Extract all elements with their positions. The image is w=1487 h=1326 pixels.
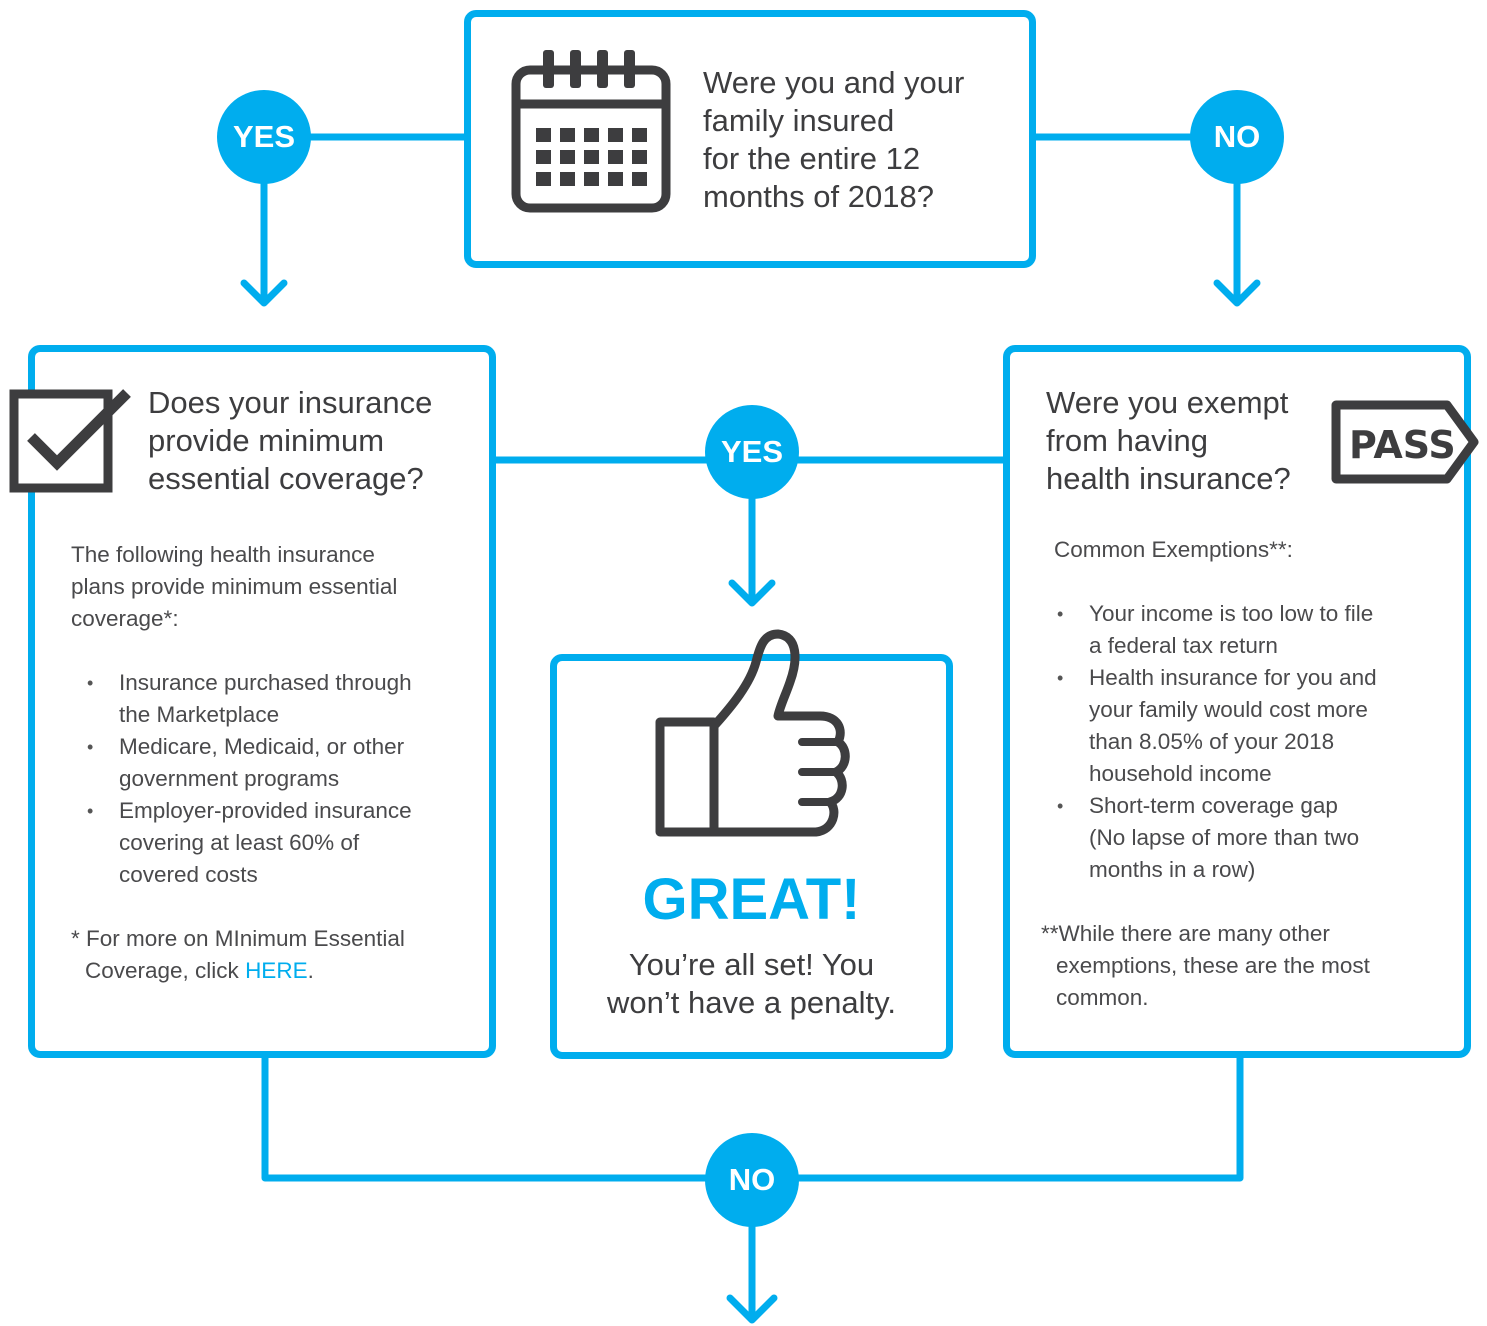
- calendar-day-square: [608, 128, 623, 142]
- top-question-text: Were you and your family insured for the…: [703, 65, 965, 214]
- result-box: [550, 654, 953, 1059]
- no-branch-circle-bottom: NO: [705, 1133, 799, 1227]
- calendar-icon: [511, 50, 671, 213]
- arrow-bottom-down: [726, 1294, 778, 1324]
- pass-tag-icon: PASS: [1331, 400, 1479, 484]
- list-item: Short-term coverage gap(No lapse of more…: [1041, 790, 1461, 886]
- no-label: NO: [1213, 119, 1261, 154]
- yes-label: YES: [720, 434, 784, 469]
- yes-branch-circle-middle: YES: [705, 405, 799, 499]
- connector-bottom-right: [792, 1053, 1244, 1182]
- exemptions-footnote: **While there are many other exemptions,…: [1041, 921, 1370, 1010]
- calendar-day-square: [584, 128, 599, 142]
- calendar-day-square: [632, 150, 647, 164]
- arrow-no-down: [1213, 279, 1261, 307]
- calendar-day-square: [608, 150, 623, 164]
- calendar-day-square: [632, 128, 647, 142]
- exemptions-text: Common Exemptions**: Your income is too …: [1041, 534, 1461, 1014]
- coverage-plans-text: The following health insurance plans pro…: [71, 539, 481, 987]
- calendar-day-square: [536, 128, 551, 142]
- calendar-day-square: [560, 172, 575, 186]
- thumbs-up-icon: [655, 629, 850, 837]
- yes-branch-circle-top: YES: [217, 90, 311, 184]
- checkbox-check-icon: [9, 389, 131, 493]
- coverage-footnote: * For more on MInimum Essential Coverage…: [71, 926, 405, 983]
- pass-tag-label: PASS: [1349, 423, 1456, 467]
- calendar-day-square: [560, 150, 575, 164]
- result-message: You’re all set! You won’t have a penalty…: [607, 947, 896, 1020]
- yes-label: YES: [232, 119, 296, 154]
- calendar-day-square: [536, 150, 551, 164]
- top-question-box: [464, 10, 1036, 268]
- no-branch-circle-top: NO: [1190, 90, 1284, 184]
- calendar-day-square: [560, 128, 575, 142]
- calendar-day-square: [536, 172, 551, 186]
- arrow-middle-down: [728, 579, 776, 607]
- arrow-yes-down: [240, 279, 288, 307]
- connector-bottom-left: [261, 1053, 712, 1182]
- calendar-day-square: [608, 172, 623, 186]
- coverage-question-heading: Does your insurance provide minimum esse…: [148, 385, 433, 496]
- great-title: GREAT!: [642, 867, 861, 932]
- calendar-day-square: [584, 150, 599, 164]
- calendar-day-square: [632, 172, 647, 186]
- exemption-question-heading: Were you exempt from having health insur…: [1046, 385, 1291, 496]
- here-link[interactable]: HERE: [245, 958, 308, 983]
- calendar-day-square: [584, 172, 599, 186]
- no-label: NO: [728, 1162, 776, 1197]
